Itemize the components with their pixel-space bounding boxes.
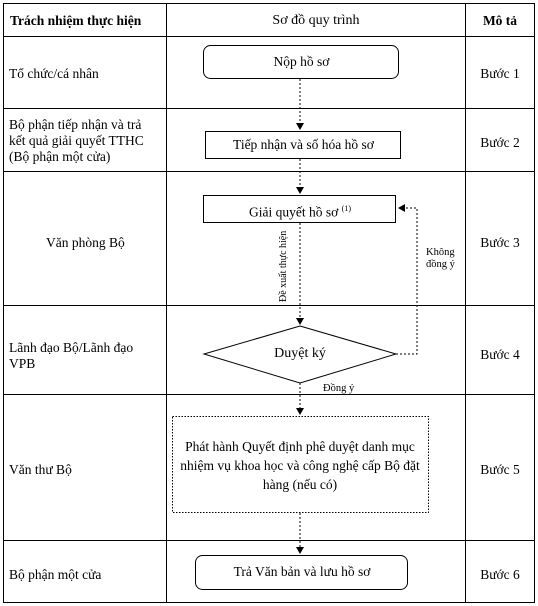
responsibility-row-4: Lãnh đạo Bộ/Lãnh đạo VPB: [9, 340, 134, 371]
responsibility-row-2: Bộ phận tiếp nhận và trả kết quả giải qu…: [9, 117, 144, 164]
responsibility-row-3: Văn phòng Bộ: [46, 235, 125, 250]
step-label-6: Bước 6: [480, 567, 520, 582]
node-return-box: [195, 555, 408, 590]
edge-label-disagree-1: Không: [426, 247, 455, 258]
node-issue-label: Phát hành Quyết định phê duyệt danh mục …: [180, 439, 420, 492]
responsibility-row-5: Văn thư Bộ: [9, 462, 72, 477]
step-label-3: Bước 3: [480, 235, 520, 250]
edge-label-agree: Đồng ý: [323, 383, 355, 394]
responsibility-row-1: Tổ chức/cá nhân: [9, 66, 99, 81]
edge-label-disagree-2: đồng ý: [426, 259, 455, 270]
edge-label-propose: Đề xuất thực hiện: [278, 230, 289, 302]
step-label-5: Bước 5: [480, 462, 520, 477]
node-submit-label: Nộp hồ sơ: [273, 54, 330, 69]
header-description: Mô tả: [482, 13, 518, 28]
node-process-box: [203, 195, 396, 223]
node-process-label-wrap: Giải quyết hồ sơ (1): [204, 200, 396, 222]
header-responsibility: Trách nhiệm thực hiện: [10, 13, 142, 28]
step-label-4: Bước 4: [480, 347, 520, 362]
responsibility-row-6: Bộ phận một cửa: [9, 567, 102, 582]
node-submit-box: [203, 45, 399, 79]
header-flow: Sơ đồ quy trình: [272, 13, 360, 28]
flow-arrows: [296, 79, 418, 554]
node-process-note: (1): [341, 204, 351, 213]
step-label-2: Bước 2: [480, 135, 520, 150]
node-receive-label: Tiếp nhận và số hóa hồ sơ: [233, 137, 374, 152]
table-grid: [3, 3, 535, 603]
step-label-1: Bước 1: [480, 66, 520, 81]
node-receive-box: [205, 131, 401, 159]
node-process-label: Giải quyết hồ sơ: [249, 204, 339, 220]
node-issue-box: [172, 416, 429, 513]
node-approve-label: Duyệt ký: [274, 346, 326, 361]
node-return-label: Trả Văn bản và lưu hồ sơ: [233, 564, 371, 579]
